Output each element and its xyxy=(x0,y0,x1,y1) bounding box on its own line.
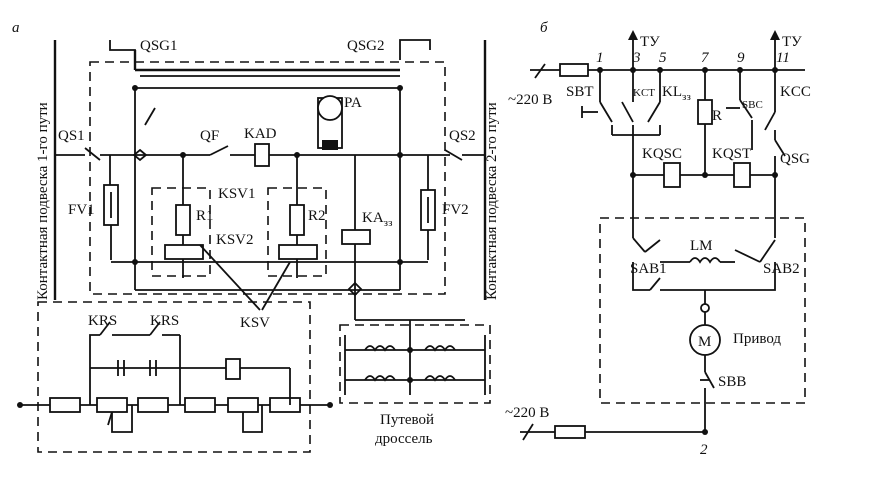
r1-dashed-block xyxy=(151,187,211,277)
r2-resistor xyxy=(289,204,305,236)
qsg2-switch xyxy=(399,39,431,60)
bottom-fuse xyxy=(554,425,586,439)
kqst-relay-coil xyxy=(733,162,751,188)
supply-top-label: ~220 В xyxy=(508,92,552,108)
sbt-contact xyxy=(599,101,613,123)
krs2-label: KRS xyxy=(150,313,179,329)
r1-label: R1 xyxy=(196,208,214,224)
r1-resistor xyxy=(175,204,191,236)
pa-label: PA xyxy=(344,95,362,111)
panel-b: б ~220 В 1 3 5 7 9 11 ТУ ТУ SBT KCT xyxy=(505,20,811,458)
rail-circuit-dashed-frame xyxy=(37,301,311,453)
ksv2-relay-coil xyxy=(278,244,318,260)
qsg-label: QSG xyxy=(780,151,810,167)
choke-coil-4 xyxy=(424,375,456,382)
ksv-label: KSV xyxy=(240,315,270,331)
pa-meter-icon xyxy=(317,95,343,121)
sbc-label: SBC xyxy=(742,99,763,111)
panel-a: а Контактная подвеска 1-го пути Контактн… xyxy=(12,20,500,453)
krs1-label: KRS xyxy=(88,313,117,329)
sbb-label: SBB xyxy=(718,374,746,390)
ksv1-label: KSV1 xyxy=(218,186,256,202)
qsg2-label: QSG2 xyxy=(347,38,385,54)
krs1-contact xyxy=(99,321,111,336)
r2-label: R2 xyxy=(308,208,326,224)
r-label: R xyxy=(712,108,722,124)
node-2-label: 2 xyxy=(700,442,708,458)
choke-coil-3 xyxy=(364,375,396,382)
track-choke-label-line2: дроссель xyxy=(375,431,433,447)
qf-breaker xyxy=(209,145,229,156)
tu1-arrow-icon xyxy=(628,30,638,40)
sab2-contact xyxy=(734,249,761,263)
supply-bottom-label: ~220 В xyxy=(505,405,549,421)
node-9-label: 9 xyxy=(737,50,745,66)
node-11-label: 11 xyxy=(776,50,790,66)
ksv2-label: KSV2 xyxy=(216,232,254,248)
choke-coil-1 xyxy=(364,345,396,352)
sab1-label: SAB1 xyxy=(630,261,667,277)
sab2-label: SAB2 xyxy=(763,261,800,277)
qf-label: QF xyxy=(200,128,219,144)
fv2-label: FV2 xyxy=(442,202,469,218)
kqsc-label: KQSC xyxy=(642,146,682,162)
choke-coil-2 xyxy=(424,345,456,352)
kcc-contact xyxy=(764,111,776,131)
node-1-label: 1 xyxy=(596,50,604,66)
sbc-contact xyxy=(739,99,753,119)
panel-a-label: а xyxy=(12,20,20,36)
qsg1-switch xyxy=(109,40,136,60)
qsg-contact xyxy=(774,139,786,157)
lm-coil xyxy=(689,257,721,264)
kqst-label: KQST xyxy=(712,146,751,162)
tu2-label: ТУ xyxy=(782,34,802,50)
kad-label: KAD xyxy=(244,126,277,142)
lm-label: LM xyxy=(690,238,713,254)
drive-label: Привод xyxy=(733,331,781,347)
top-fuse xyxy=(559,63,589,77)
node-5-label: 5 xyxy=(659,50,667,66)
left-track-catenary-label: Контактная подвеска 1-го пути xyxy=(35,102,51,300)
kct-label: KCT xyxy=(633,87,655,99)
node-3-label: 3 xyxy=(632,50,641,66)
ka-relay-coil xyxy=(341,229,371,245)
krs2-contact xyxy=(149,321,161,336)
qs2-label: QS2 xyxy=(449,128,476,144)
qs1-label: QS1 xyxy=(58,128,85,144)
r-resistor xyxy=(697,99,713,125)
sbt-label: SBT xyxy=(566,84,594,100)
panel-b-label: б xyxy=(540,20,548,36)
kqsc-relay-coil xyxy=(663,162,681,188)
right-track-catenary-label: Контактная подвеска 2-го пути xyxy=(484,102,500,300)
ka-label: KAзз xyxy=(362,210,393,229)
qs2-switch xyxy=(444,149,463,161)
kad-relay-coil xyxy=(254,143,270,167)
tu2-arrow-icon xyxy=(770,30,780,40)
sab1-contact xyxy=(644,239,661,253)
r2-dashed-block xyxy=(267,187,327,277)
track-choke-dashed-frame xyxy=(339,324,491,404)
qs1-switch xyxy=(84,147,101,161)
track-choke-label-line1: Путевой xyxy=(380,412,434,428)
ksv-relay-coil xyxy=(225,358,241,380)
kl-contact xyxy=(647,101,661,123)
kl-label: KLзз xyxy=(662,84,691,103)
kcc-label: KCC xyxy=(780,84,811,100)
tu1-label: ТУ xyxy=(640,34,660,50)
qsg1-label: QSG1 xyxy=(140,38,178,54)
node-7-label: 7 xyxy=(701,50,710,66)
motor-label: M xyxy=(698,334,711,350)
ksv1-relay-coil xyxy=(164,244,204,260)
fv1-label: FV1 xyxy=(68,202,95,218)
station-dashed-frame xyxy=(89,61,446,295)
kct-contact xyxy=(621,101,634,123)
